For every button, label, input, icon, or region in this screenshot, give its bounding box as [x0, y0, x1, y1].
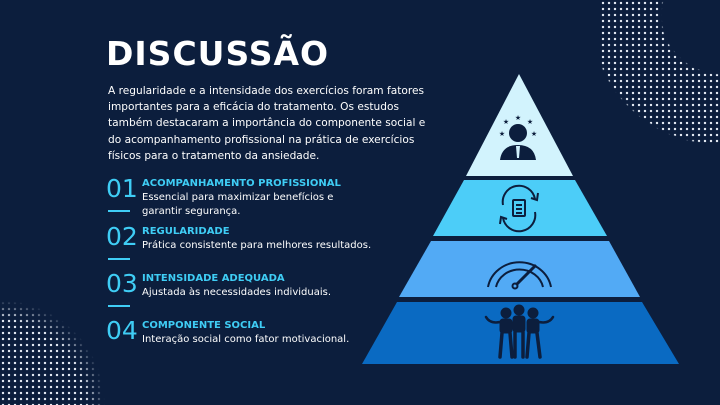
- item-underline: [108, 258, 130, 260]
- cycle-document-icon: [499, 184, 539, 233]
- item-number: 02: [106, 222, 138, 251]
- item-number: 04: [106, 316, 138, 345]
- item-title: INTENSIDADE ADEQUADA: [142, 273, 285, 284]
- dot-pattern-top-right: [600, 0, 720, 145]
- page-title: DISCUSSÃO: [106, 34, 330, 73]
- item-description: Interação social como fator motivacional…: [142, 334, 350, 345]
- professional-with-stars-icon: ★ ★ ★ ★ ★: [499, 114, 537, 160]
- svg-text:★: ★: [515, 114, 521, 122]
- item-number: 01: [106, 174, 138, 203]
- svg-text:★: ★: [503, 118, 509, 126]
- item-description: Ajustada às necessidades individuais.: [142, 287, 332, 298]
- item-underline: [108, 210, 130, 212]
- dot-pattern-bottom-left: [0, 282, 110, 405]
- item-underline: [108, 305, 130, 307]
- intro-text: A regularidade e a intensidade dos exerc…: [108, 85, 426, 162]
- item-description: Prática consistente para melhores result…: [142, 240, 372, 251]
- item-description: Essencial para maximizar benefícios e ga…: [142, 192, 334, 217]
- speedometer-icon: [487, 261, 552, 290]
- group-of-people-icon: [484, 304, 555, 359]
- item-title: ACOMPANHAMENTO PROFISSIONAL: [142, 178, 341, 189]
- item-number: 03: [106, 269, 138, 298]
- svg-text:★: ★: [527, 118, 533, 126]
- item-title: COMPONENTE SOCIAL: [142, 320, 266, 331]
- item-title: REGULARIDADE: [142, 226, 230, 237]
- pyramid-tier-4: [362, 302, 679, 364]
- svg-text:★: ★: [499, 130, 505, 138]
- svg-text:★: ★: [531, 130, 537, 138]
